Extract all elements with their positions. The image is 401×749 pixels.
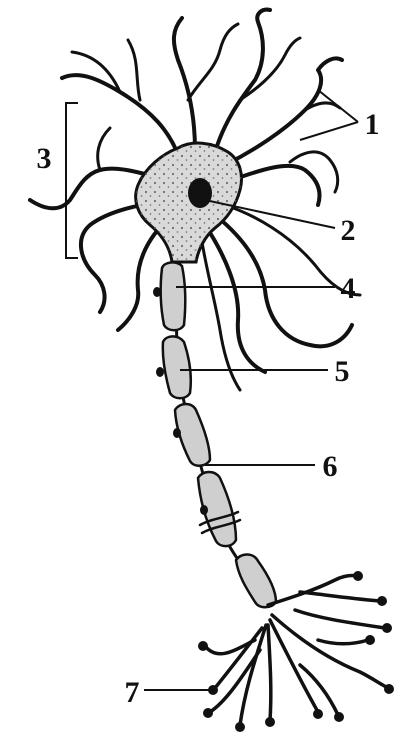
dendrite-left-small	[98, 128, 110, 170]
label-6: 6	[323, 450, 338, 483]
leader-line-1b	[300, 122, 358, 140]
dendrite-right-mid	[232, 166, 319, 205]
label-7: 7	[125, 676, 140, 709]
label-3: 3	[37, 142, 52, 175]
nucleus	[188, 178, 212, 208]
label-2: 2	[341, 214, 356, 247]
dendrite-top-center-2	[188, 24, 238, 100]
label-1: 1	[365, 108, 380, 141]
label-5: 5	[335, 355, 350, 388]
label-4: 4	[341, 272, 356, 305]
bracket-3	[66, 103, 78, 258]
dendrite-upper-left	[62, 75, 180, 160]
dendrite-top-right	[215, 10, 270, 152]
myelin-segment	[236, 554, 276, 607]
dendrite-top-center	[174, 18, 195, 150]
dendrite-right-upper	[225, 58, 342, 165]
dendrite-upper-left-2	[128, 40, 140, 100]
axon-terminals	[205, 575, 388, 725]
dendrite-right-mid-2	[290, 152, 338, 192]
myelin-segment	[163, 336, 191, 398]
leader-line-1a	[318, 90, 358, 122]
myelin-segment	[161, 262, 186, 330]
